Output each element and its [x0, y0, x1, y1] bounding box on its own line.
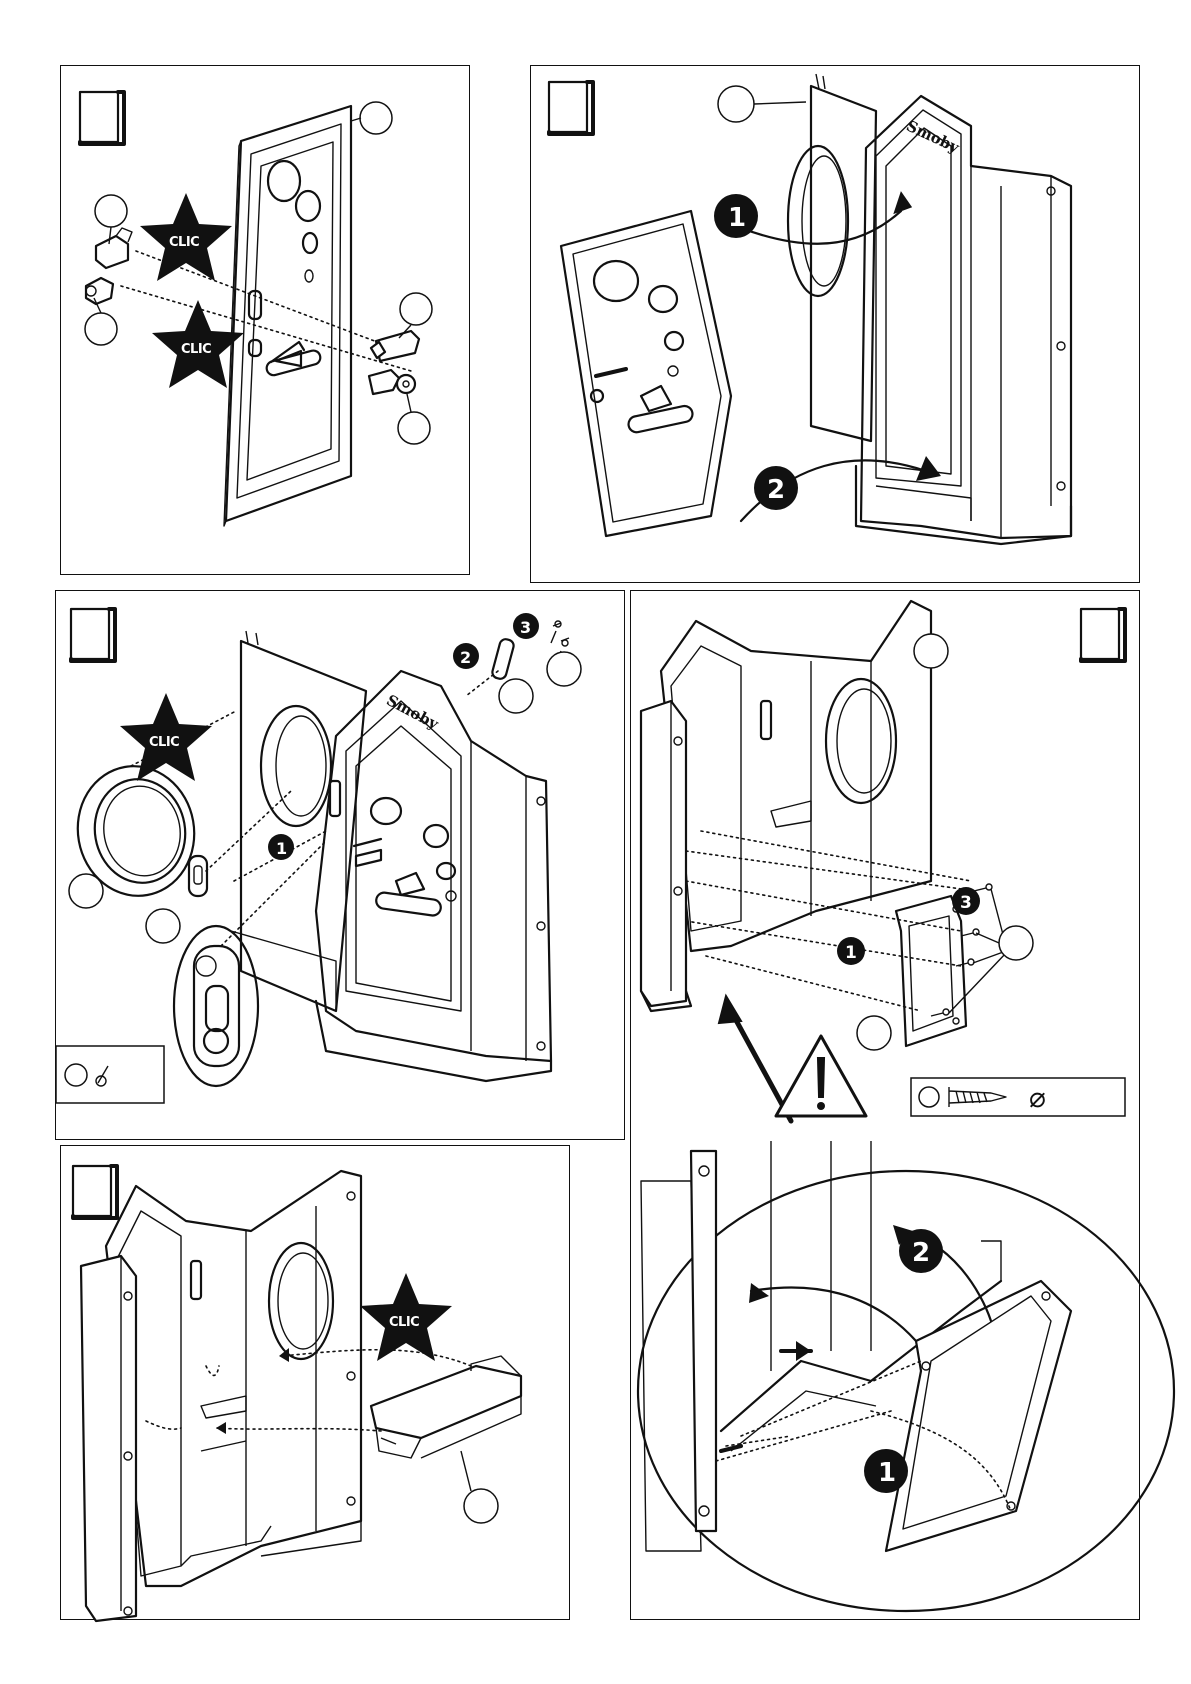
- part-callout-circle: [146, 909, 180, 943]
- screw-legend-box: ⌀: [911, 1078, 1125, 1116]
- svg-text:3: 3: [520, 618, 531, 637]
- clic-star-badge: CLIC: [140, 193, 232, 281]
- svg-text:1: 1: [878, 1458, 896, 1488]
- step-marker-2: 2: [754, 466, 798, 510]
- part-callout-circle: [69, 874, 103, 908]
- step-marker-2: 2: [453, 643, 479, 669]
- step-number-badge: [1081, 609, 1125, 661]
- svg-text:2: 2: [767, 475, 785, 505]
- handle-part-left: [96, 228, 132, 268]
- step-panel-window-ring: Smoby: [55, 590, 625, 1140]
- part-callout-circle: [718, 86, 754, 122]
- diameter-symbol: ⌀: [1029, 1081, 1046, 1114]
- svg-text:1: 1: [728, 203, 746, 233]
- house-frame: Smoby: [316, 671, 551, 1081]
- clic-star-badge: CLIC: [120, 693, 212, 781]
- house-frame: Smoby: [856, 96, 1071, 544]
- lock-part-right: [369, 370, 415, 394]
- step-panel-door-handles: CLIC CLIC: [60, 65, 470, 575]
- part-callout-circle: [85, 313, 117, 345]
- doorbell-detail-zoom: [174, 926, 258, 1086]
- step-panel-shelf: CLIC: [60, 1145, 570, 1620]
- part-callout-circle: [95, 195, 127, 227]
- illustration-attach-door: Smoby 1: [531, 66, 1141, 584]
- part-callout-circle: [857, 1016, 891, 1050]
- strip-part: [491, 638, 515, 680]
- step-number-badge: [71, 609, 115, 661]
- door-panel: [561, 211, 731, 536]
- svg-text:CLIC: CLIC: [389, 1315, 419, 1330]
- step-panel-side-frame: 3 1 ⌀: [630, 590, 1140, 1620]
- step-marker-1: 1: [837, 937, 865, 965]
- step-marker-2: 2: [899, 1229, 943, 1273]
- corner-post: [641, 701, 691, 1011]
- side-frame-panel: [896, 896, 966, 1046]
- step-marker-3: 3: [952, 887, 980, 915]
- part-callout-circle: [999, 926, 1033, 960]
- handle-part-right: [371, 331, 419, 361]
- brand-logo-text: Smoby: [384, 691, 443, 734]
- illustration-door-handles: CLIC CLIC: [61, 66, 471, 576]
- part-callout-circle: [400, 293, 432, 325]
- svg-text:2: 2: [460, 648, 471, 667]
- rotation-arrow: [751, 1288, 916, 1341]
- warning-triangle-icon: [776, 1036, 866, 1116]
- part-callout-circle: [464, 1489, 498, 1523]
- svg-text:1: 1: [845, 943, 857, 963]
- svg-text:CLIC: CLIC: [149, 735, 179, 750]
- svg-text:CLIC: CLIC: [169, 235, 199, 250]
- screw-legend-box: [56, 1046, 164, 1103]
- svg-text:CLIC: CLIC: [181, 342, 211, 357]
- door-panel: [224, 106, 351, 526]
- step-marker-1: 1: [864, 1449, 908, 1493]
- step-marker-3: 3: [513, 613, 539, 639]
- svg-text:1: 1: [276, 839, 287, 858]
- assembly-guide-line: [121, 286, 411, 371]
- house-structure: [661, 601, 931, 951]
- shelf-part: [371, 1356, 521, 1458]
- lock-part-left: [86, 278, 113, 304]
- part-callout-circle: [547, 652, 581, 686]
- illustration-window-ring: Smoby: [56, 591, 626, 1141]
- clic-star-badge: CLIC: [360, 1273, 452, 1361]
- step-number-badge: [80, 92, 124, 144]
- corner-post: [81, 1256, 136, 1621]
- svg-text:2: 2: [912, 1238, 930, 1268]
- part-callout-circle: [360, 102, 392, 134]
- step-panel-attach-door: Smoby 1: [530, 65, 1140, 583]
- step-marker-1: 1: [714, 194, 758, 238]
- step-number-badge: [549, 82, 593, 134]
- brand-logo-text: Smoby: [904, 117, 963, 157]
- illustration-shelf: CLIC: [61, 1146, 571, 1621]
- assembly-guide-line: [216, 1428, 381, 1431]
- part-callout-circle: [398, 412, 430, 444]
- doorbell-part: [189, 856, 207, 896]
- step-number-badge: [73, 1166, 117, 1218]
- step-marker-1: 1: [268, 834, 294, 860]
- side-frame-detail-zoom: 2 1: [638, 1141, 1174, 1611]
- part-callout-circle: [499, 679, 533, 713]
- svg-text:3: 3: [960, 893, 972, 913]
- house-structure: [106, 1171, 361, 1586]
- illustration-side-frame: 3 1 ⌀: [631, 591, 1141, 1621]
- part-callout-circle: [914, 634, 948, 668]
